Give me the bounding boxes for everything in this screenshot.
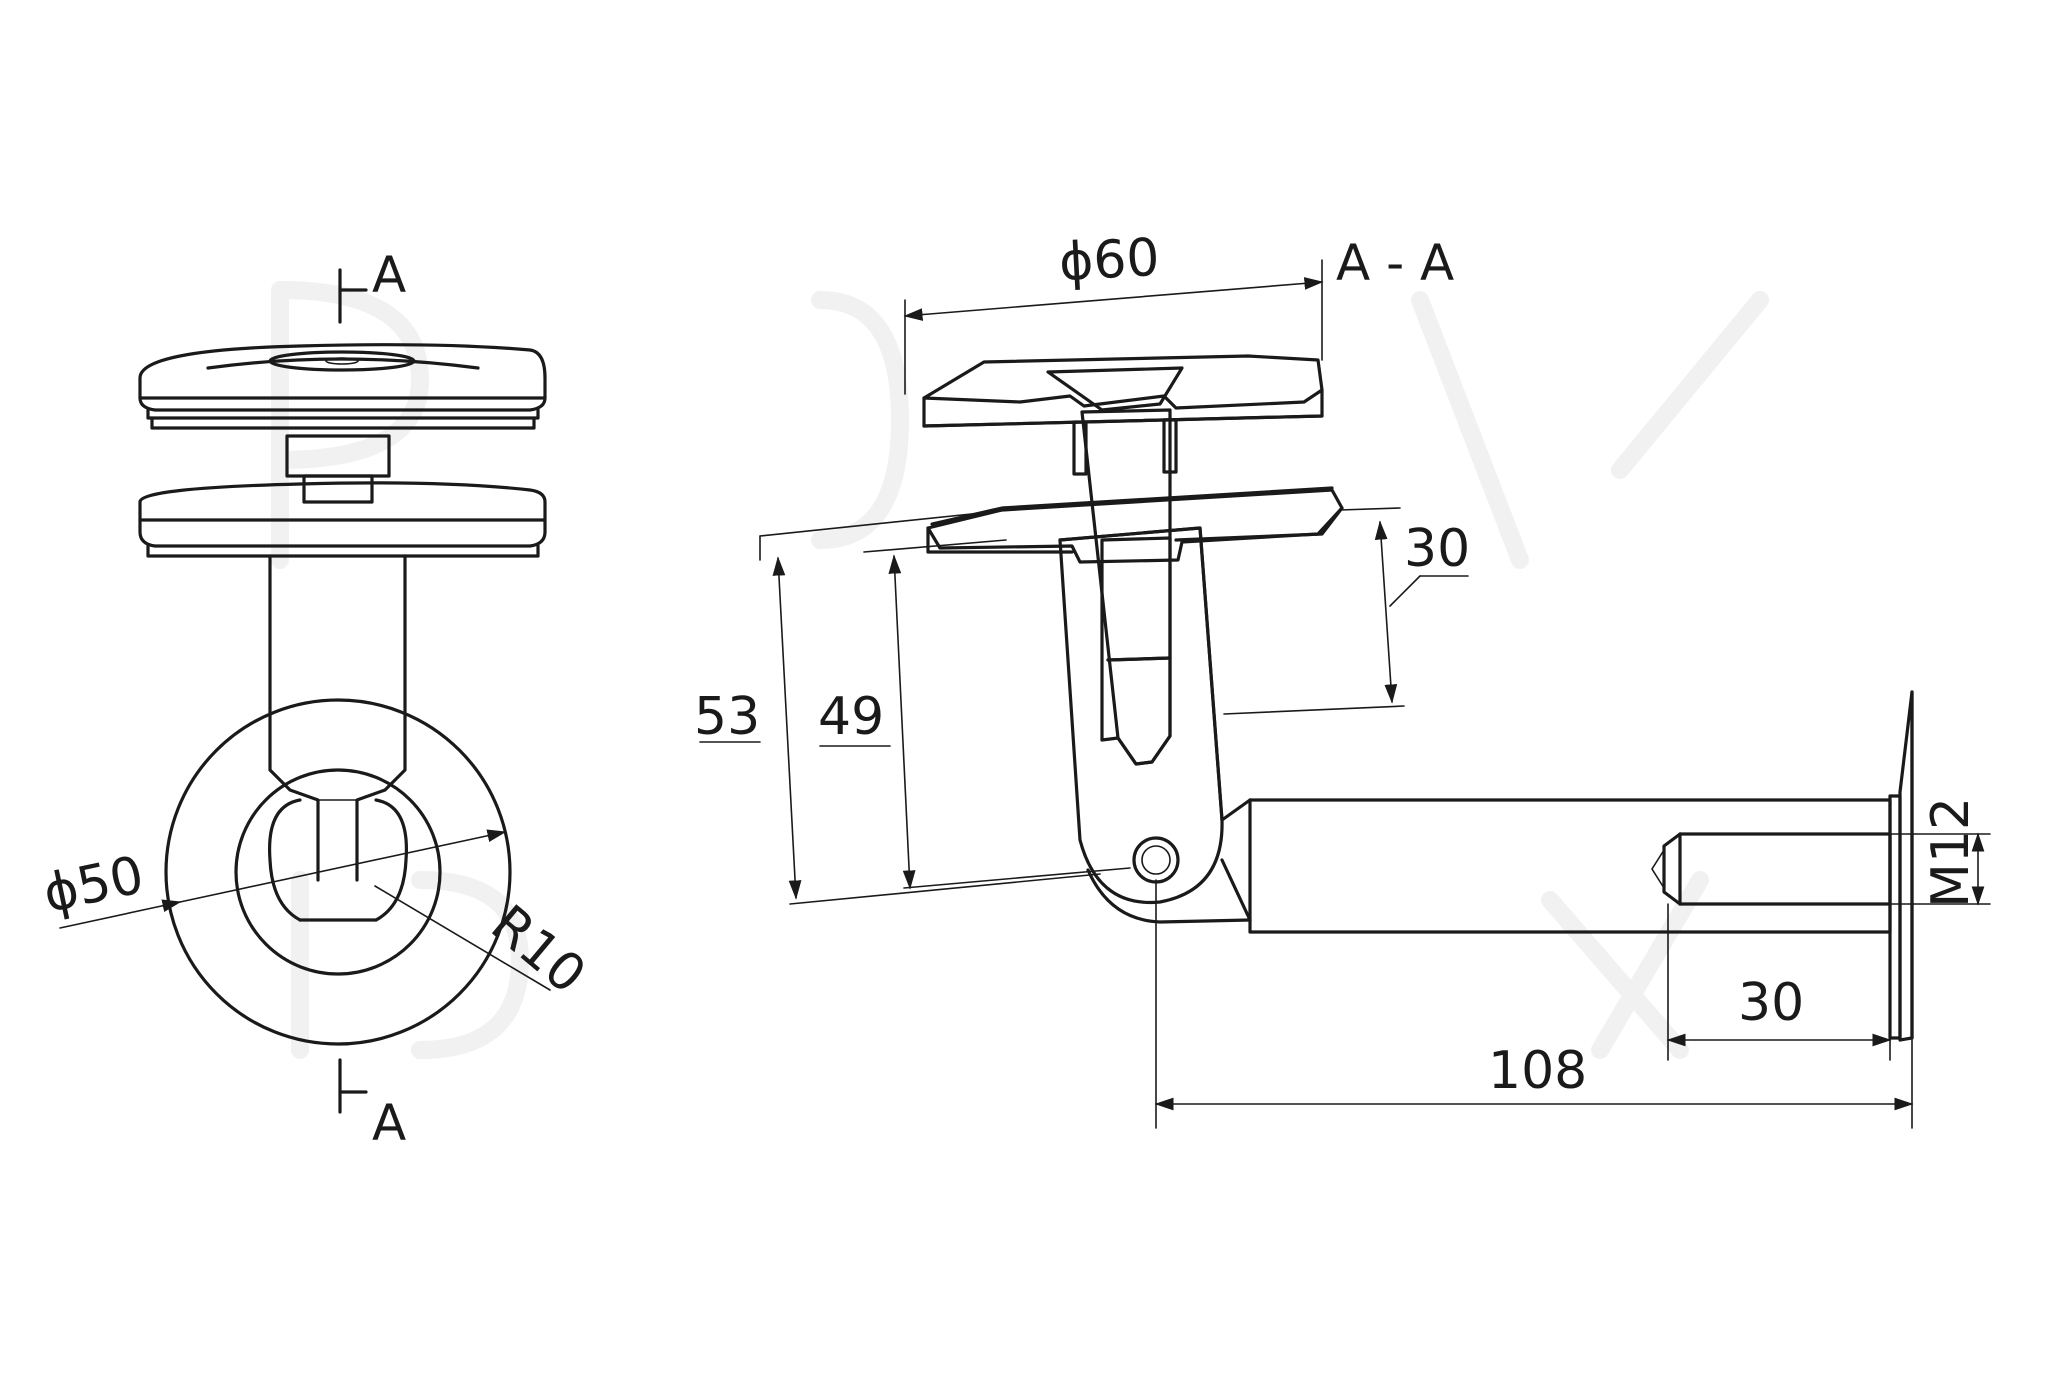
cut-marker-bottom: A (372, 1094, 406, 1152)
section-view (699, 259, 1991, 1129)
dim-height-inner: 49 (818, 687, 884, 747)
cut-marker-top: A (372, 246, 406, 304)
dim-clamp-depth: 30 (1404, 519, 1470, 579)
dim-top-plate-diameter: ϕ60 (1058, 228, 1161, 293)
front-view (59, 268, 551, 1114)
section-label: A - A (1336, 234, 1454, 292)
dim-thread-length: 30 (1738, 973, 1804, 1033)
dim-height-outer: 53 (694, 687, 760, 747)
dim-arm-length: 108 (1488, 1041, 1587, 1101)
dim-thread: M12 (1921, 797, 1981, 908)
